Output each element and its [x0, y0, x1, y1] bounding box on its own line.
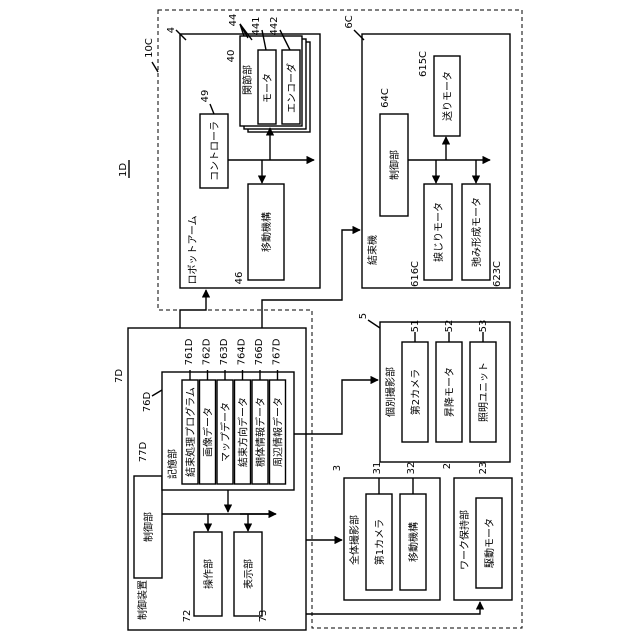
storage-item-ref: 761D [184, 338, 195, 365]
overall-item-ref: 32 [406, 462, 417, 475]
overall-item-label: 第1カメラ [373, 519, 386, 565]
twist-motor-label: 捩じりモータ [432, 202, 445, 262]
ref-46: 46 [234, 272, 245, 285]
storage-item-ref: 764D [237, 338, 248, 365]
work-holding-label: ワーク保持部 [458, 510, 471, 570]
storage-item-ref: 763D [219, 338, 230, 365]
leader-10c [152, 62, 158, 72]
robot-controller-label: コントローラ [209, 121, 221, 181]
ref-623c: 623C [492, 261, 503, 287]
conn-to-work-holding [306, 602, 480, 614]
ref-23: 23 [478, 462, 489, 475]
ref-441: 441 [251, 16, 262, 35]
ref-10c: 10C [144, 38, 155, 58]
ref-49: 49 [200, 90, 211, 103]
ref-4: 4 [166, 27, 177, 33]
ref-40: 40 [226, 50, 237, 63]
motor-label: モータ [262, 73, 274, 103]
individual-item-label: 昇降モータ [443, 367, 456, 417]
storage-item-label: 結束処理プログラム [184, 387, 197, 477]
slack-motor-label: 弛み形成モータ [470, 197, 483, 267]
storage-item-label: マップデータ [219, 402, 232, 462]
leader-5 [368, 320, 380, 328]
ref-64c: 64C [380, 88, 391, 108]
ref-442: 442 [269, 16, 280, 35]
storage-item-label: 画像データ [202, 407, 215, 457]
binding-machine-label: 結束機 [366, 235, 379, 265]
overall-item-ref: 31 [372, 462, 383, 475]
ref-616c: 616C [410, 261, 421, 287]
storage-item-label: 周辺情報データ [272, 397, 285, 467]
ref-5: 5 [358, 313, 369, 319]
control-device-label: 制御装置 [136, 580, 149, 620]
individual-imaging-label: 個別撮影部 [384, 367, 397, 417]
ref-73: 73 [258, 610, 269, 623]
joint-label: 関節部 [241, 65, 254, 95]
conn-to-robot-arm [180, 290, 206, 328]
feed-motor-label: 送りモータ [441, 71, 454, 121]
ref-72: 72 [182, 610, 193, 623]
storage-item-label: 結束方向データ [237, 397, 250, 467]
figure-label: 1D [118, 163, 129, 177]
drive-motor-label: 駆動モータ [483, 518, 496, 568]
ref-76d: 76D [142, 391, 153, 412]
individual-item-label: 照明ユニット [478, 362, 490, 422]
overall-item-label: 移動機構 [407, 522, 420, 562]
ref-615c: 615C [418, 51, 429, 77]
ref-3: 3 [332, 465, 343, 471]
storage-item-ref: 767D [272, 338, 283, 365]
individual-item-ref: 53 [478, 320, 489, 333]
ref-2: 2 [442, 463, 453, 469]
ref-44: 44 [228, 14, 239, 27]
storage-item-ref: 762D [202, 338, 213, 365]
individual-item-ref: 51 [410, 320, 421, 333]
storage-item-ref: 766D [254, 338, 265, 365]
individual-item-ref: 52 [444, 320, 455, 333]
robot-arm-label: ロボットアーム [187, 215, 199, 284]
ref-6c: 6C [344, 15, 355, 28]
storage-item-label: 棚体情報データ [254, 397, 267, 467]
moving-mechanism-label: 移動機構 [260, 212, 273, 252]
overall-imaging-label: 全体撮影部 [348, 515, 361, 565]
binding-controller-label: 制御部 [388, 150, 401, 180]
storage-label: 記憶部 [166, 449, 179, 479]
display-label: 表示部 [242, 559, 255, 589]
encoder-label: エンコーダ [285, 63, 298, 113]
control-unit-label: 制御部 [142, 512, 155, 542]
ref-77d: 77D [138, 441, 149, 462]
ref-7d: 7D [114, 369, 125, 383]
operation-label: 操作部 [202, 559, 215, 589]
individual-item-label: 第2カメラ [409, 369, 422, 415]
